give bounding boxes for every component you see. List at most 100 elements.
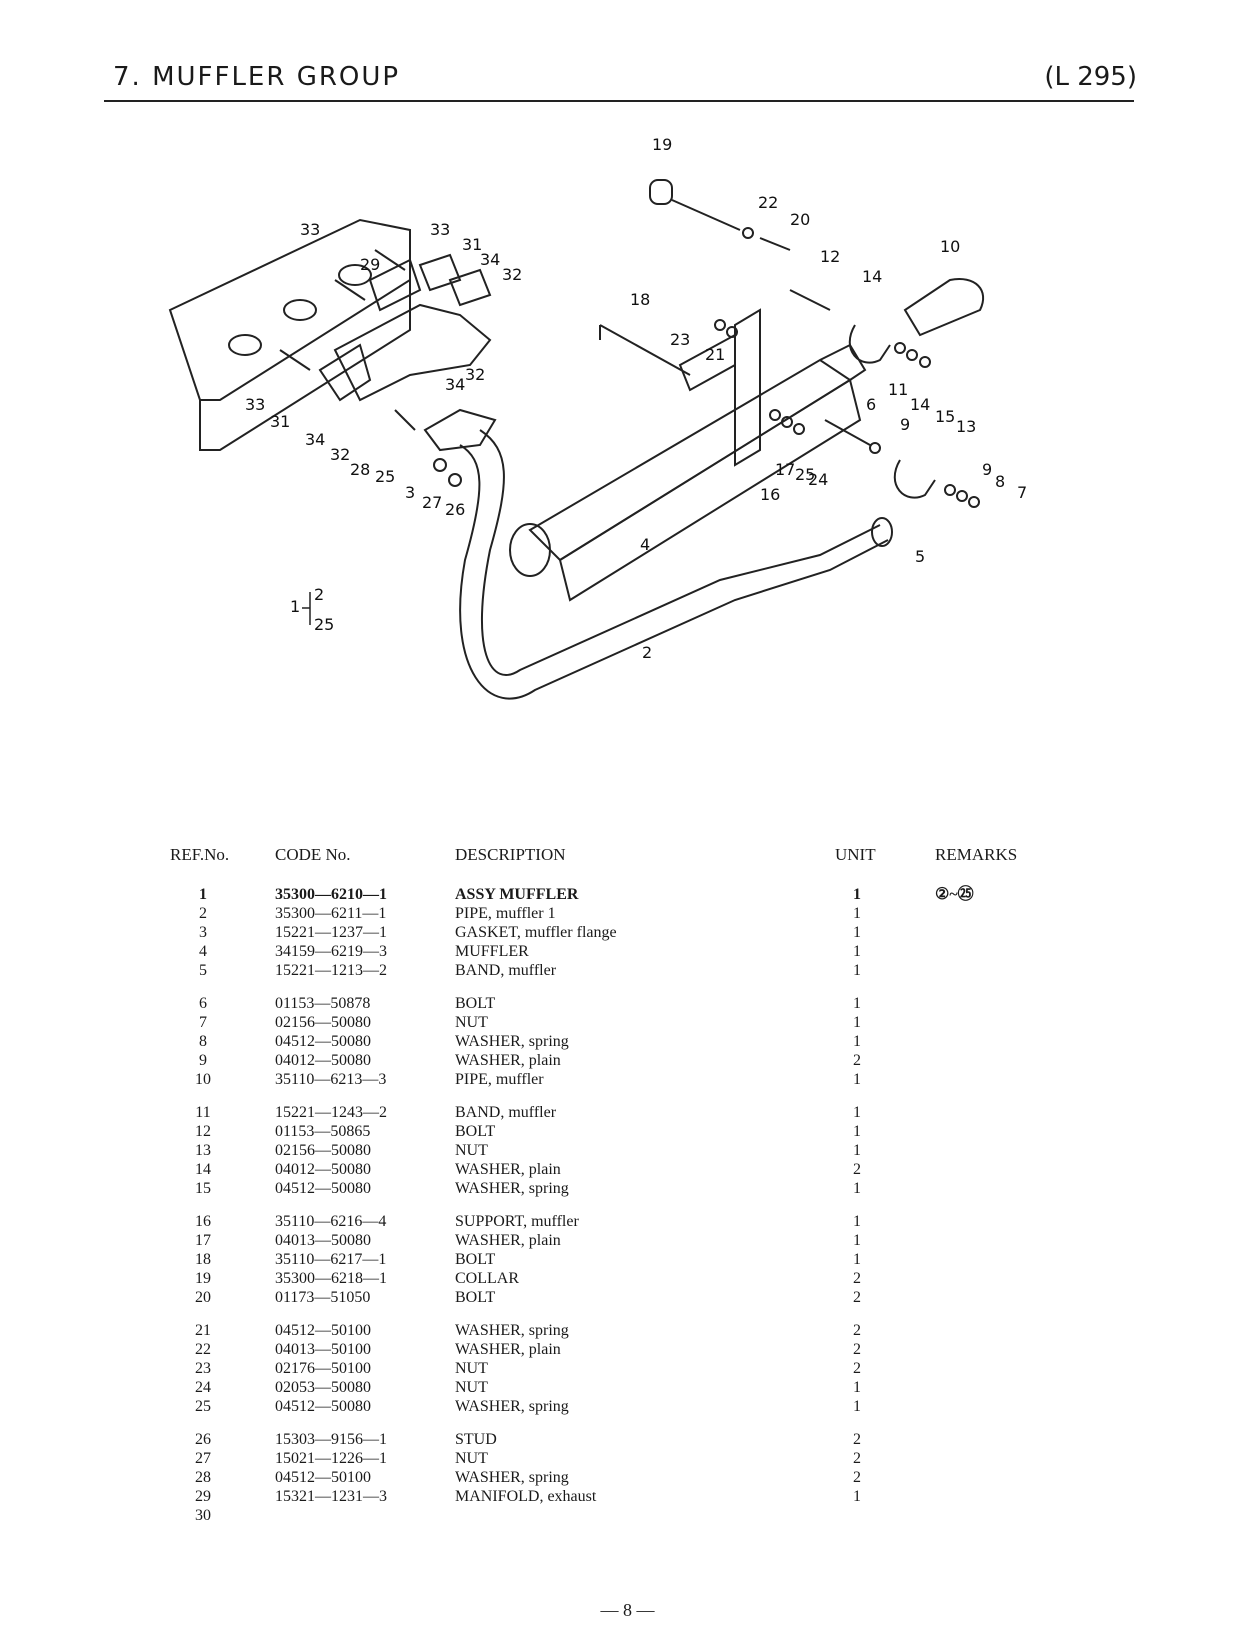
unit-cell: 2 [853,1341,861,1358]
description-cell: SUPPORT, muffler [455,1213,579,1230]
callout-label: 9 [982,460,992,479]
ref-cell: 22 [195,1341,211,1358]
unit-cell: 1 [853,1071,861,1088]
manifold-flange [418,253,462,292]
ref-cell: 18 [195,1251,211,1268]
description-cell: WASHER, spring [455,1469,569,1486]
code-cell: 35300—6218—1 [275,1270,387,1287]
callout-label: 5 [915,547,925,566]
code-cell: 35110—6213—3 [275,1071,387,1088]
bolt [789,289,831,311]
callout-label: 32 [502,265,522,284]
callout-label: 11 [888,380,908,399]
header-description: DESCRIPTION [455,845,566,864]
description-cell: WASHER, plain [455,1341,561,1358]
code-cell: 04512—50100 [275,1469,371,1486]
unit-cell: 2 [853,1322,861,1339]
description-cell: NUT [455,1014,488,1031]
callout-label: 4 [640,535,650,554]
unit-cell: 1 [853,1123,861,1140]
engine-block-side [199,280,411,451]
description-cell: BOLT [455,1123,496,1140]
unit-cell: 1 [853,1213,861,1230]
callout-label: 13 [956,417,976,436]
code-cell: 04012—50080 [275,1161,371,1178]
pipe-end [871,517,893,547]
callout-label: 33 [245,395,265,414]
callout-label: 14 [910,395,930,414]
callout-label: 34 [445,375,465,394]
nut [714,319,726,331]
unit-cell: 1 [853,995,861,1012]
ref-cell: 24 [195,1379,211,1396]
ref-cell: 30 [195,1507,211,1524]
remarks-cell: ②~㉕ [935,886,974,903]
bolt [759,237,791,251]
ref-cell: 6 [199,995,207,1012]
gasket [423,408,497,452]
unit-cell: 1 [853,1104,861,1121]
callout-label: 7 [1017,483,1027,502]
callout-label: 23 [670,330,690,349]
callout-labels: 19 22 20 10 12 14 18 23 21 11 14 15 13 6… [245,135,1027,662]
callout-label: 34 [480,250,500,269]
unit-cell: 1 [853,1251,861,1268]
description-cell: NUT [455,1360,488,1377]
ref-cell: 5 [199,962,207,979]
unit-cell: 1 [853,1488,861,1505]
ref-cell: 1 [199,886,207,903]
engine-port [338,264,372,286]
muffler-pipe-outer [459,444,889,700]
unit-cell: 1 [853,905,861,922]
description-cell: BOLT [455,1251,496,1268]
description-cell: GASKET, muffler flange [455,924,617,941]
washer [742,227,754,239]
ref-cell: 8 [199,1033,207,1050]
code-cell: 15221—1237—1 [275,924,387,941]
header-ref: REF.No. [170,845,230,864]
description-cell: BAND, muffler [455,1104,557,1121]
description-cell: WASHER, plain [455,1161,561,1178]
description-cell: ASSY MUFFLER [455,886,579,903]
stud [394,409,416,431]
manifold-flange [368,258,422,312]
unit-cell: 1 [853,1180,861,1197]
washer [869,442,881,454]
code-cell: 02156—50080 [275,1142,371,1159]
code-cell: 15303—9156—1 [275,1431,387,1448]
code-cell: 02176—50100 [275,1360,371,1377]
assy-note-from: 2 [314,585,324,604]
callout-label: 33 [430,220,450,239]
nut [448,473,462,487]
assy-note-parent: 1 [290,597,300,616]
code-cell: 35110—6217—1 [275,1251,387,1268]
ref-cell: 16 [195,1213,211,1230]
description-cell: STUD [455,1431,497,1448]
callout-label: 22 [758,193,778,212]
code-cell: 04512—50080 [275,1180,371,1197]
unit-cell: 1 [853,1033,861,1050]
code-cell: 01153—50865 [275,1123,371,1140]
code-cell: 04012—50080 [275,1052,371,1069]
exhaust-manifold [333,303,492,402]
support-arm [678,333,736,392]
description-cell: WASHER, plain [455,1232,561,1249]
callout-label: 19 [652,135,672,154]
nut [793,423,805,435]
code-cell: 04512—50080 [275,1033,371,1050]
manifold-flange [448,268,492,307]
callout-label: 15 [935,407,955,426]
assy-note: 1 2 25 [290,585,334,634]
